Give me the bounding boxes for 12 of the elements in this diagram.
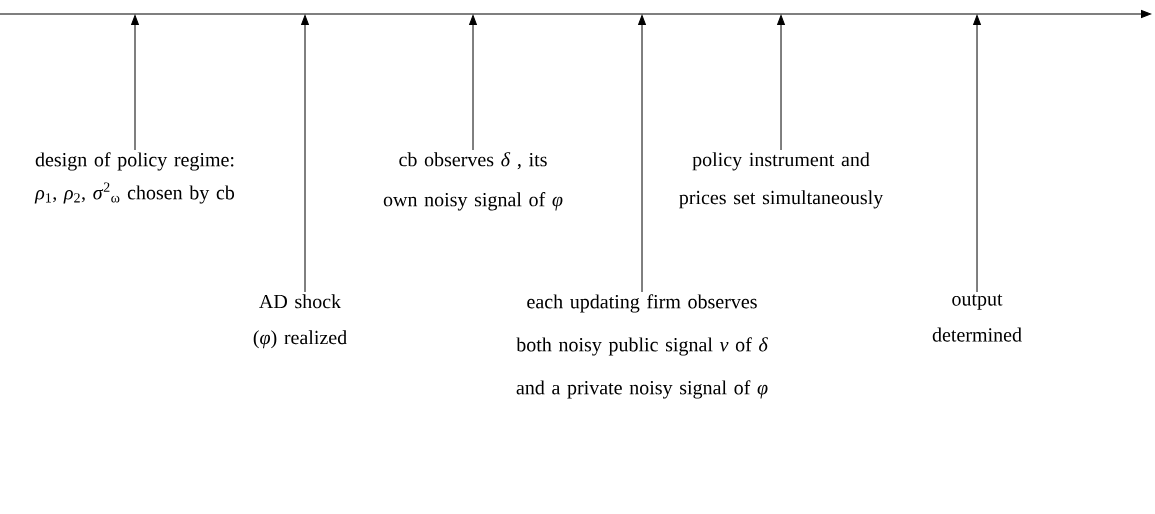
- event-text: design of policy regime: ρ$_{1}$, ρ$_{2}$, σ$^{2}$$_{ω}$ chosen by cb: [34, 152, 235, 204]
- arrow: [469, 14, 477, 151]
- event-text: AD shock (φ) realized: [253, 294, 347, 349]
- arrow: [301, 14, 309, 293]
- arrow: [973, 14, 981, 293]
- arrow: [131, 14, 139, 151]
- arrow: [777, 14, 785, 151]
- event-text: each updating firm observes both noisy public signal ν of δ and a private noisy signal of φ: [516, 294, 768, 399]
- event-text: policy instrument and prices set simultaneously: [679, 152, 884, 209]
- arrow: [638, 14, 646, 293]
- event-text: output determined: [932, 294, 1022, 342]
- event-text: cb observes δ , its own noisy signal of φ: [383, 152, 563, 211]
